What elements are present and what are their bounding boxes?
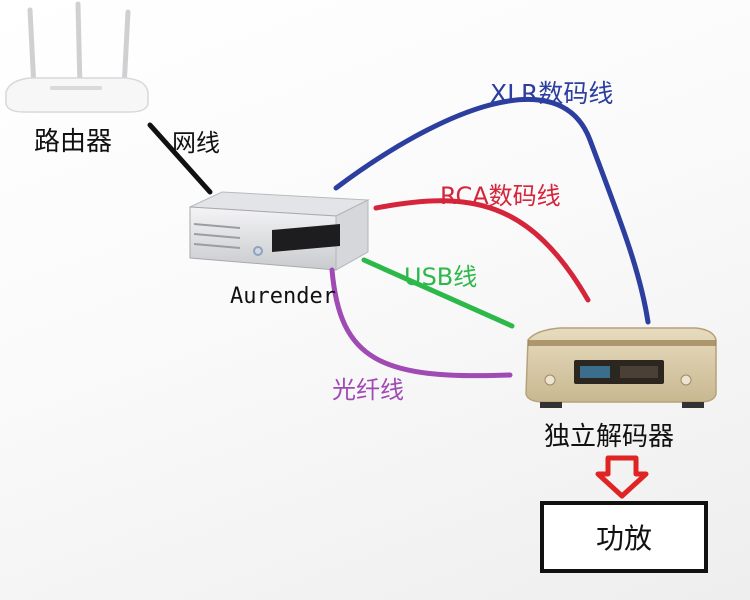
- aurender-label: Aurender: [230, 284, 336, 309]
- rca-cable-line: [373, 198, 591, 303]
- down-arrow-icon: [595, 455, 649, 499]
- router-image: [5, 1, 149, 113]
- optical-cable-label: 光纤线: [332, 376, 404, 404]
- amplifier-label: 功放: [595, 522, 652, 555]
- optical-cable-line: [329, 267, 513, 379]
- dac-image: [525, 327, 717, 408]
- usb-cable-line: [361, 257, 515, 329]
- amplifier-box: 功放: [540, 501, 708, 573]
- dac-label: 独立解码器: [544, 422, 675, 452]
- xlr-cable-label: XLR数码线: [490, 79, 614, 108]
- usb-cable-label: USB线: [404, 263, 478, 291]
- rca-cable-label: RCA数码线: [440, 182, 561, 210]
- xlr-cable-line: [333, 96, 651, 325]
- router-label: 路由器: [34, 127, 113, 157]
- network-cable-label: 网线: [172, 129, 220, 157]
- aurender-image: [189, 191, 370, 271]
- network-cable-line: [147, 122, 213, 195]
